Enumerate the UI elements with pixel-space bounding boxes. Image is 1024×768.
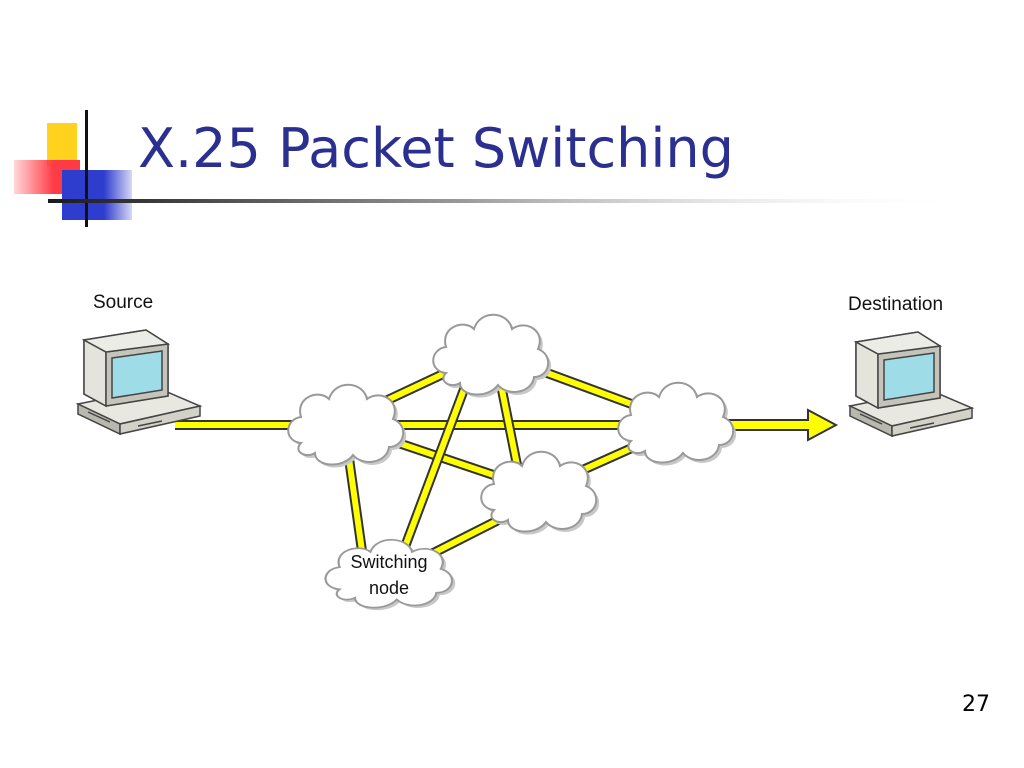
link-node2-to-node5 [395,358,480,562]
computer-icon [849,331,973,437]
destination-computer [849,331,973,437]
switching-node-3 [617,381,737,466]
cloud-icon [432,313,550,396]
cloud-icon [617,381,735,464]
switching-node-label-line1: Switching [350,552,427,572]
switching-node-4 [480,450,600,535]
cloud-icon [287,383,405,466]
source-label: Source [93,292,153,313]
title-rule [48,199,968,203]
switching-node-2 [432,313,552,398]
deco-blue-block [62,170,132,220]
switching-node-label-line2: node [369,578,409,598]
destination-label: Destination [848,294,943,315]
slide-title: X.25 Packet Switching [138,117,734,180]
source-computer [77,329,201,435]
page-number: 27 [962,692,990,717]
deco-vertical-line [85,110,88,227]
deco-yellow-square [47,123,77,166]
cloud-icon [480,450,598,533]
computer-icon [77,329,201,435]
arrow-icon [719,408,839,442]
